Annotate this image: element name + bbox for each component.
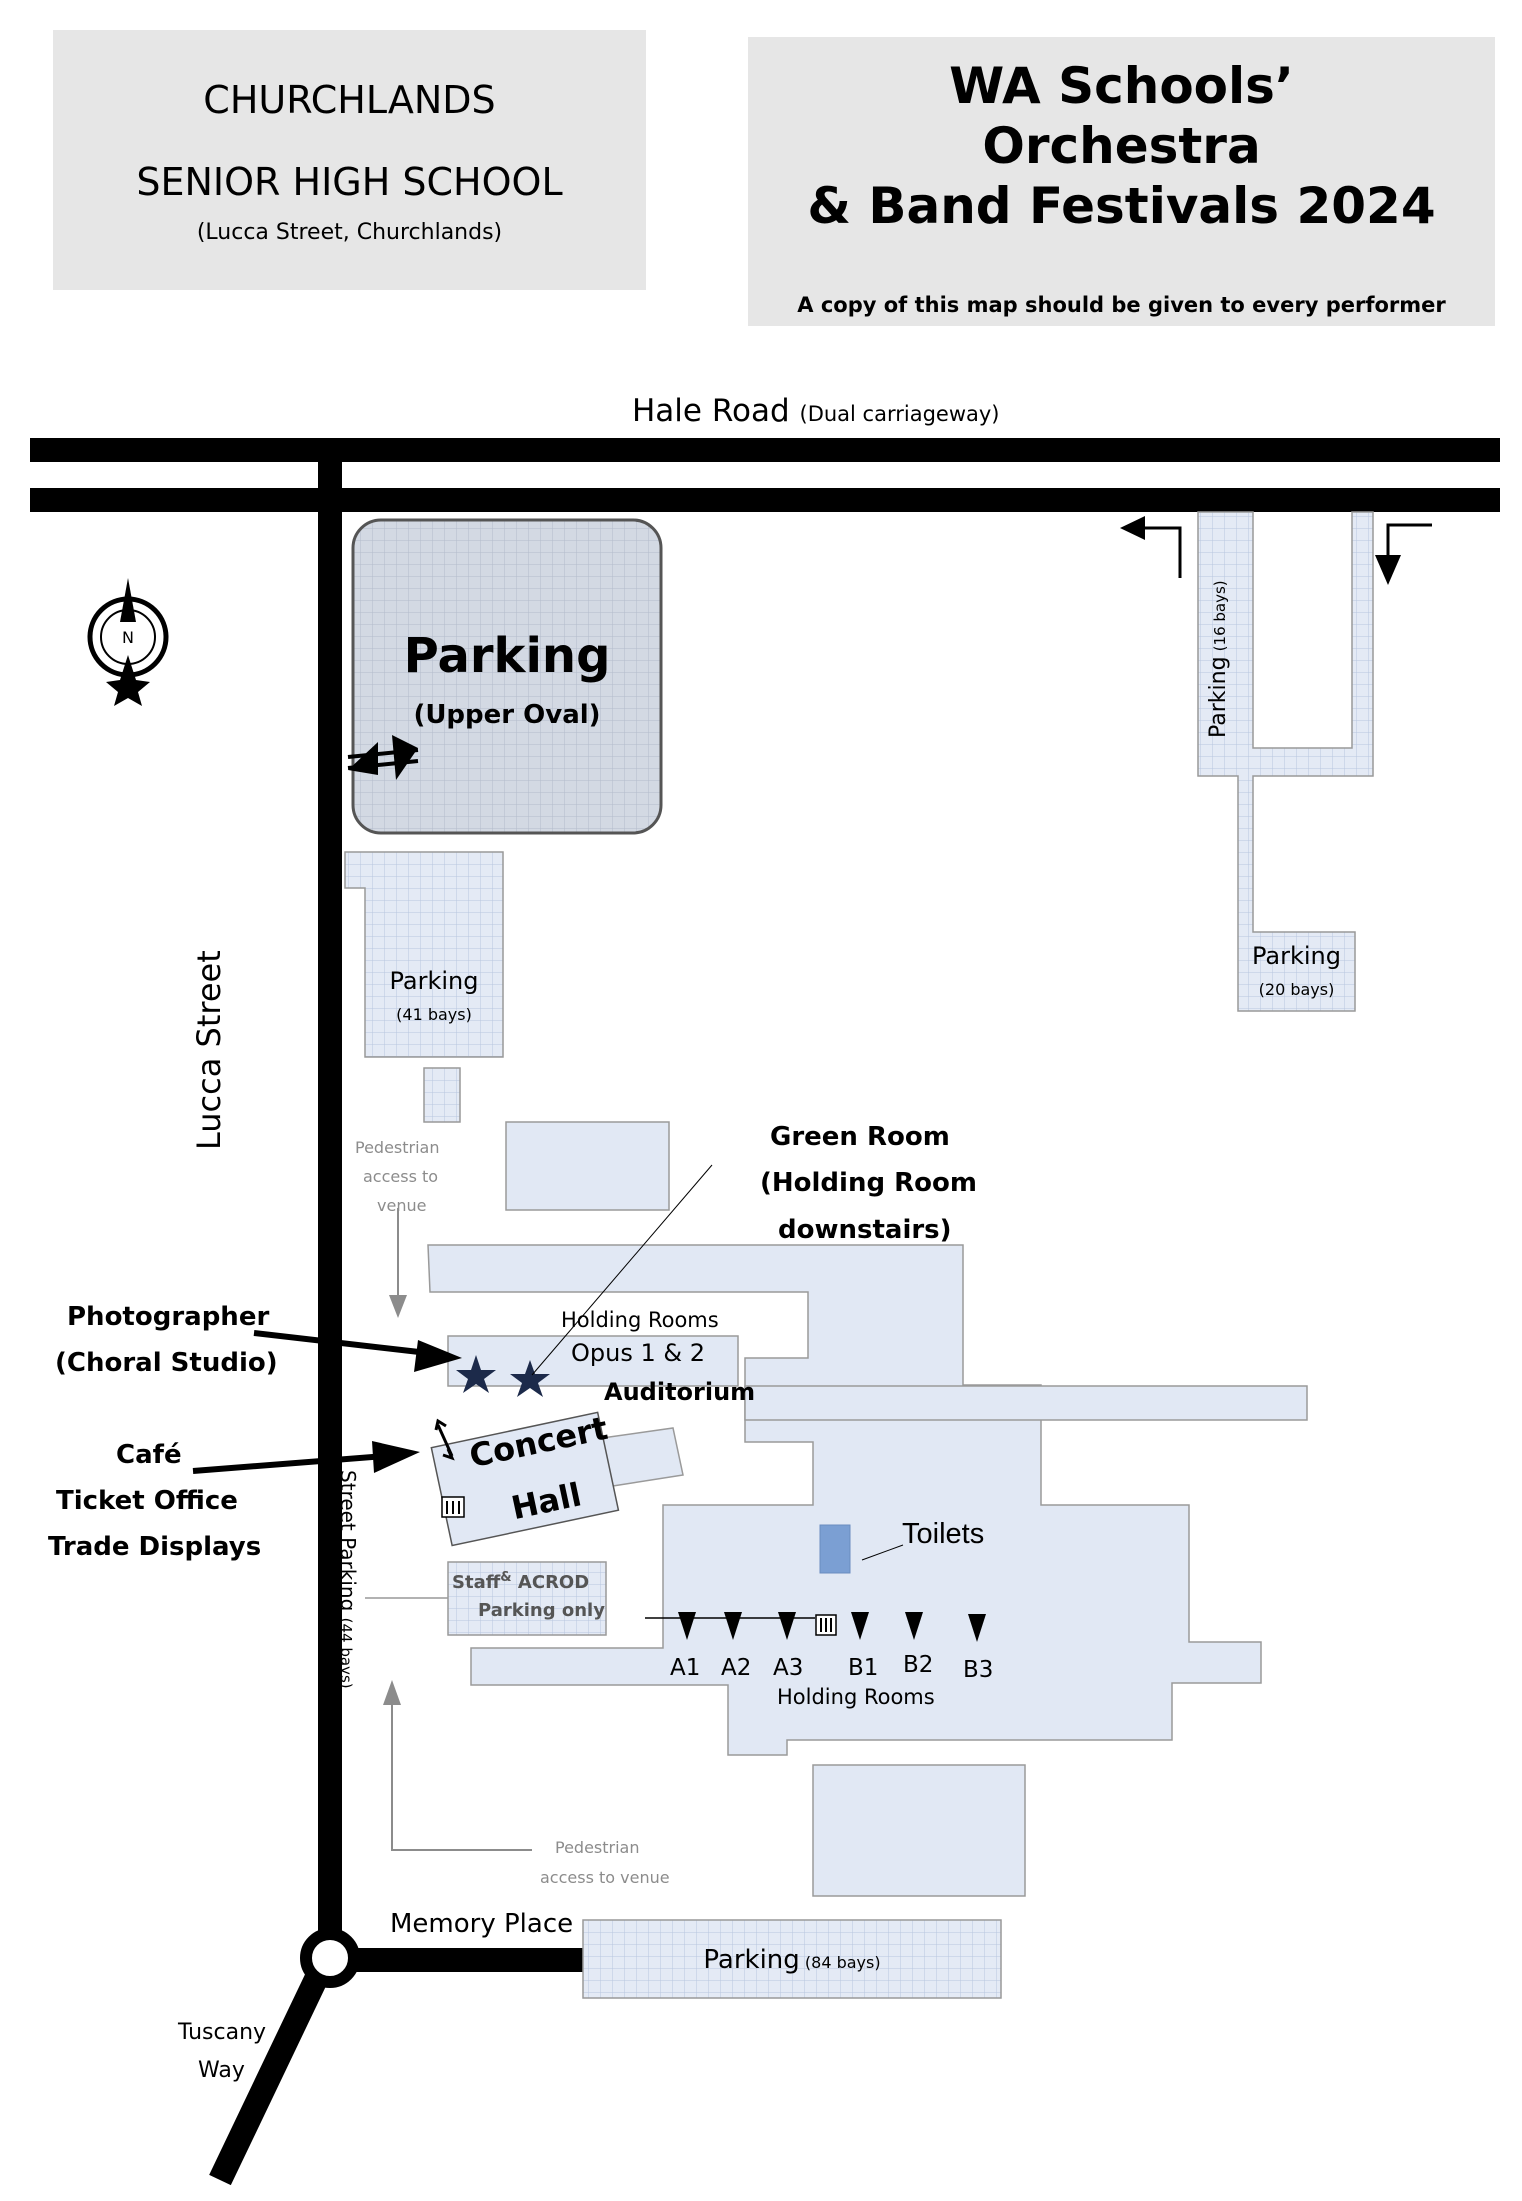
auditorium-wing: [744, 1385, 1308, 1421]
school-address: (Lucca Street, Churchlands): [196, 220, 503, 245]
hale-road-north-lane: [30, 438, 1500, 462]
parking-east-area: [1197, 511, 1374, 1012]
green-room-star-icon: [510, 1360, 550, 1397]
pedestrian-top-line3: venue: [377, 1196, 427, 1215]
room-b3-marker: [968, 1614, 986, 1642]
hale-road-note: (Dual carriageway): [799, 402, 1000, 426]
toilets-label: Toilets: [902, 1518, 985, 1550]
memory-place-label: Memory Place: [390, 1909, 574, 1939]
parking-20-title: Parking: [1252, 942, 1341, 970]
concert-hall-door-icon: [434, 1418, 455, 1461]
festival-title-line1: WA Schools’: [949, 57, 1294, 115]
school-name-line2: SENIOR HIGH SCHOOL: [136, 160, 563, 204]
header-left-box: [53, 30, 646, 290]
parking-41-title: Parking: [389, 967, 479, 995]
room-a2-marker: [724, 1612, 742, 1640]
toilets-block: [819, 1524, 851, 1574]
green-room-line3: downstairs): [778, 1215, 952, 1245]
photographer-line1: Photographer: [67, 1302, 270, 1332]
parking-20-bays: (20 bays): [1258, 980, 1335, 999]
school-name-line1: CHURCHLANDS: [203, 78, 496, 122]
pedestrian-top-line1: Pedestrian: [355, 1138, 440, 1157]
room-b2-marker: [905, 1612, 923, 1640]
pedestrian-top-line2: access to: [363, 1167, 439, 1186]
staff-acrod-parking-area: [447, 1561, 607, 1636]
photographer-arrow-icon: [414, 1340, 462, 1372]
roundabout: [300, 1928, 360, 1988]
stairs-icon: [815, 1614, 837, 1636]
festival-title-line2: Orchestra: [982, 117, 1261, 175]
room-a1-label: A1: [670, 1655, 701, 1681]
auditorium-label: Auditorium: [604, 1378, 756, 1406]
parking-41-bays-area: [344, 851, 504, 1058]
exit-arrow-icon: [1140, 526, 1182, 578]
compass-icon: [87, 578, 169, 706]
festival-title: WA Schools’ Orchestra & Band Festivals 2…: [748, 56, 1495, 236]
room-b1-marker: [851, 1612, 869, 1640]
memory-place-road: [345, 1948, 585, 1972]
cafe-line2: Ticket Office: [56, 1486, 238, 1516]
cafe-line3: Trade Displays: [48, 1532, 262, 1562]
photographer-star-icon: [456, 1355, 496, 1393]
upper-oval-parking-sub: (Upper Oval): [413, 700, 601, 730]
cafe-arrow-icon: [372, 1441, 420, 1473]
holding-rooms-bottom-label: Holding Rooms: [777, 1685, 935, 1709]
hale-road-label: Hale Road (Dual carriageway): [632, 393, 1000, 429]
compass-north-letter: N: [122, 628, 134, 647]
room-b2-label: B2: [903, 1652, 934, 1678]
street-parking-label: Street Parking (44 bays): [336, 1470, 360, 1689]
cafe-line1: Café: [116, 1440, 182, 1470]
festival-title-line3: & Band Festivals 2024: [807, 177, 1436, 235]
tuscany-way-label-2: Way: [198, 2058, 245, 2083]
room-a3-marker: [778, 1612, 796, 1640]
pedestrian-bottom-line1: Pedestrian: [555, 1838, 640, 1857]
tuscany-way-label-1: Tuscany: [178, 2020, 267, 2045]
hale-road-south-lane: [30, 488, 1500, 512]
parking-84-label: Parking (84 bays): [703, 1945, 881, 1975]
header-right-box: [748, 37, 1495, 326]
opus-holding-rooms: [447, 1335, 739, 1387]
parking-16-label: Parking (16 bays): [1206, 580, 1231, 738]
tuscany-way-road: [209, 1969, 329, 2186]
room-a2-label: A2: [721, 1655, 752, 1681]
green-room-line1: Green Room: [770, 1122, 950, 1152]
room-a3-label: A3: [773, 1655, 804, 1681]
holding-rooms-top-label: Holding Rooms: [561, 1308, 719, 1332]
pedestrian-bottom-line2: access to venue: [540, 1868, 670, 1887]
parking-84-bays-area: [582, 1919, 1002, 1999]
parking-41-bays: (41 bays): [396, 1005, 472, 1024]
opus-label: Opus 1 & 2: [571, 1339, 705, 1367]
room-b3-label: B3: [963, 1657, 994, 1683]
upper-oval-parking-area: [351, 518, 663, 835]
small-parking-block: [423, 1067, 461, 1123]
lucca-street-label: Lucca Street: [190, 950, 228, 1150]
staff-parking-label-line2: Parking only: [478, 1600, 605, 1621]
photographer-line2: (Choral Studio): [55, 1348, 278, 1378]
lucca-street-road: [318, 462, 342, 1962]
staff-parking-label-line1: Staff& ACROD: [452, 1570, 590, 1593]
building-north: [505, 1121, 670, 1211]
building-south: [812, 1764, 1026, 1897]
concert-hall-stairs-icon: [441, 1496, 465, 1518]
upper-oval-parking-title: Parking: [403, 628, 611, 684]
room-b1-label: B1: [848, 1655, 879, 1681]
room-a1-marker: [678, 1612, 696, 1640]
green-room-line2: (Holding Room: [760, 1168, 977, 1198]
entry-arrow-icon: [1386, 523, 1432, 565]
map-copy-note: A copy of this map should be given to ev…: [797, 293, 1446, 317]
pedestrian-arrow-bottom: [391, 1700, 532, 1851]
